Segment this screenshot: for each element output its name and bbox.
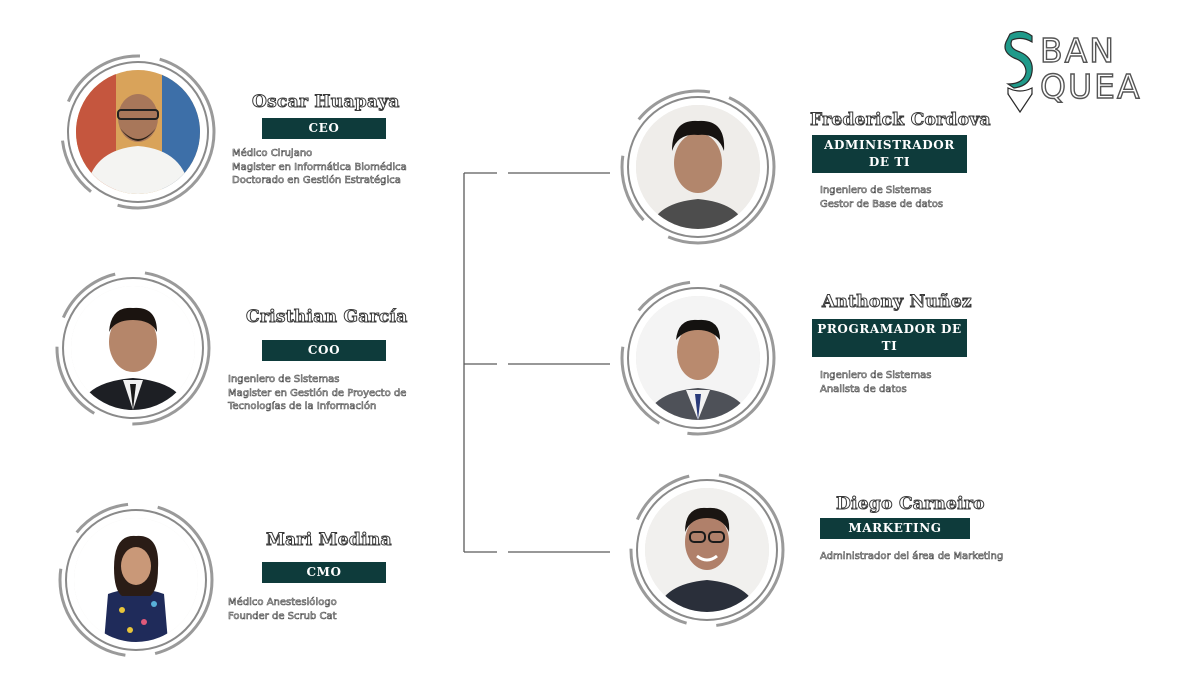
detail-line: Médico Anestesiólogo [228, 597, 337, 609]
photo-ring-decoration [58, 502, 214, 658]
member-details: Ingeniero de Sistemas Analista de datos [820, 369, 932, 396]
member-details: Administrador del área de Marketing [820, 550, 1004, 564]
member-role-badge: COO [262, 340, 386, 361]
avatar [76, 70, 200, 194]
avatar [636, 105, 760, 229]
member-name: Mari Medina [266, 530, 393, 551]
member-role-badge: CMO [262, 562, 386, 583]
detail-line: Administrador del área de Marketing [820, 551, 1004, 563]
member-name: Oscar Huapaya [252, 92, 400, 113]
role-line: DE TI [868, 155, 911, 169]
member-name: Cristhian García [246, 307, 408, 328]
detail-line: Magister en Informática Biomédica [232, 161, 407, 173]
member-name: Frederick Cordova [810, 110, 991, 131]
avatar [74, 518, 198, 642]
member-name: Diego Carneiro [836, 494, 985, 515]
photo-ring-decoration [55, 270, 211, 426]
logo-line-2: QUEA [1039, 67, 1142, 106]
role-line: ADMINISTRADOR [824, 138, 955, 152]
member-role-badge: PROGRAMADOR DE TI [812, 319, 967, 357]
member-name: Anthony Nuñez [822, 292, 973, 313]
banquea-logo: BAN QUEA [1002, 28, 1152, 114]
role-line: PROGRAMADOR DE [817, 322, 962, 336]
role-line: TI [881, 339, 898, 353]
detail-line: Ingeniero de Sistemas [228, 374, 340, 386]
photo-ring-decoration [629, 472, 785, 628]
member-role-badge: CEO [262, 118, 386, 139]
photo-ring-decoration [620, 89, 776, 245]
member-role-badge: ADMINISTRADOR DE TI [812, 135, 967, 173]
avatar [645, 488, 769, 612]
member-photo-cristhian [53, 268, 213, 428]
member-details: Médico Cirujano Magister en Informática … [232, 147, 407, 188]
detail-line: Doctorado en Gestión Estratégica [232, 175, 401, 187]
member-role-badge: MARKETING [820, 518, 970, 539]
member-details: Médico Anestesiólogo Founder de Scrub Ca… [228, 596, 337, 623]
member-details: Ingeniero de Sistemas Magister en Gestió… [228, 373, 407, 414]
logo-line-1: BAN [1039, 31, 1116, 70]
member-photo-frederick [618, 87, 778, 247]
member-photo-oscar [58, 52, 218, 212]
detail-line: Ingeniero de Sistemas [820, 370, 932, 382]
avatar [636, 296, 760, 420]
banquea-logo-icon [1004, 30, 1033, 114]
member-photo-diego [627, 470, 787, 630]
member-photo-anthony [618, 278, 778, 438]
detail-line: Analista de datos [820, 383, 907, 395]
member-photo-mari [56, 500, 216, 660]
detail-line: Médico Cirujano [232, 148, 313, 160]
photo-ring-decoration [620, 280, 776, 436]
detail-line: Gestor de Base de datos [820, 198, 944, 210]
photo-ring-decoration [60, 54, 216, 210]
detail-line: Ingeniero de Sistemas [820, 185, 932, 197]
member-details: Ingeniero de Sistemas Gestor de Base de … [820, 184, 944, 211]
detail-line: Magister en Gestión de Proyecto de [228, 387, 407, 399]
detail-line: Founder de Scrub Cat [228, 610, 337, 622]
detail-line: Tecnologías de la Información [228, 401, 377, 413]
avatar [71, 286, 195, 410]
